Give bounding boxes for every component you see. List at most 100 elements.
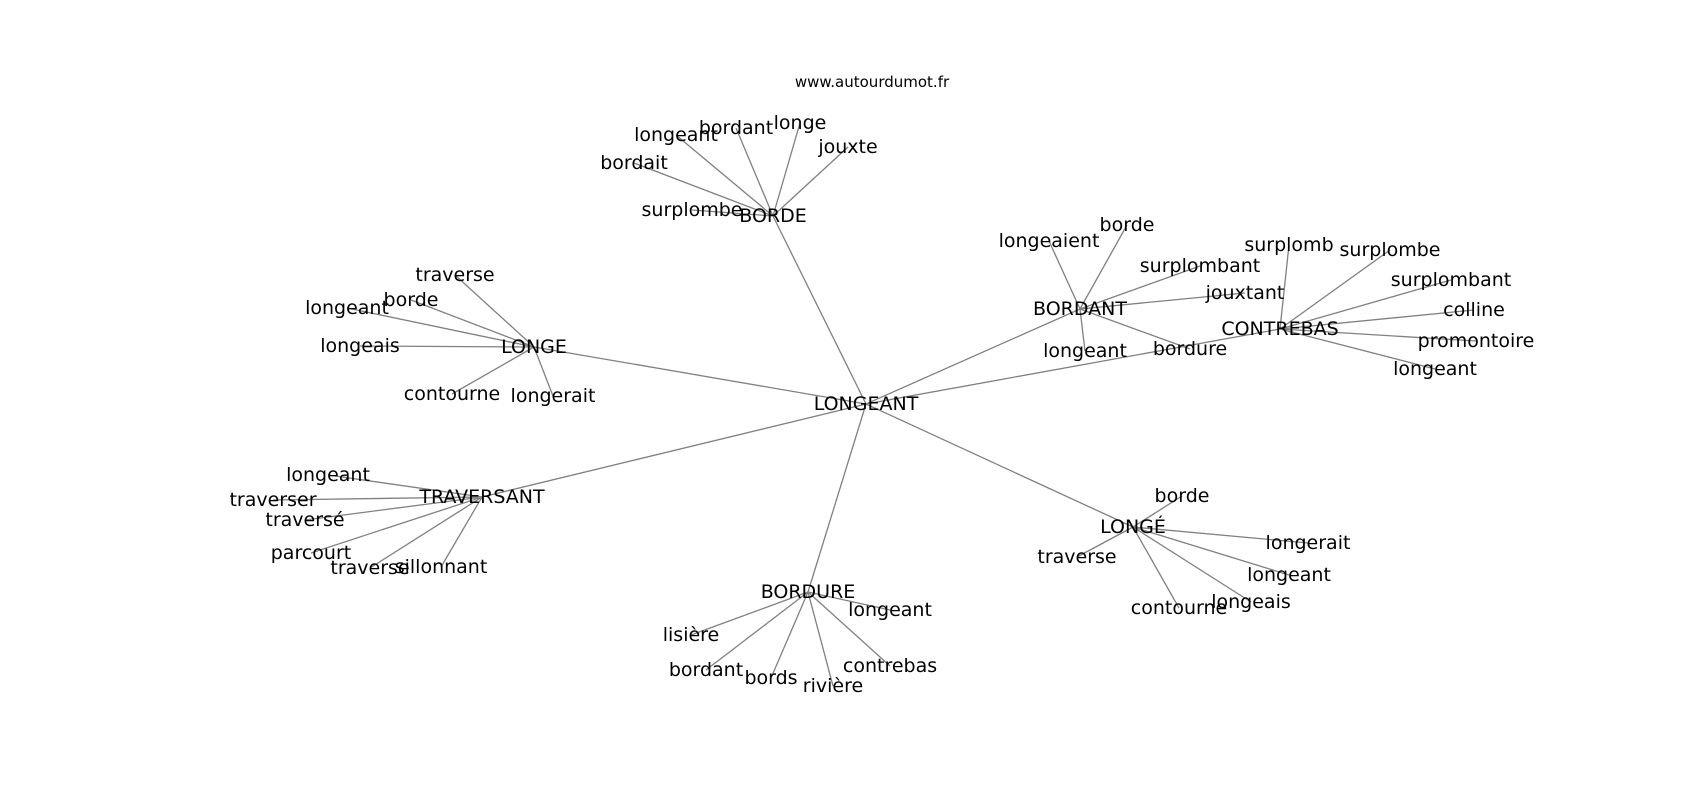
graph-edges [272,122,1477,687]
leaf-node-label: bordait [600,152,668,174]
leaf-edge [1048,240,1081,310]
leaf-edge [675,134,774,217]
leaf-node-label: borde [384,289,439,311]
leaf-node-label: promontoire [1418,330,1535,352]
leaf-edge [1079,265,1201,310]
leaf-node-label: longerait [1266,532,1351,554]
leaf-node-label: traverser [229,489,316,511]
leaf-edge [807,591,834,687]
leaf-edge [1279,249,1391,330]
leaf-node-label: sillonnant [395,556,488,578]
leaf-node-label: colline [1443,299,1505,321]
leaf-node-label: contourne [1131,597,1227,619]
leaf-node-label: longeais [320,335,400,357]
leaf-edge [807,591,891,611]
leaf-edge [1079,224,1128,310]
leaf-node-label: traverse [415,264,494,286]
leaf-edge [691,209,774,217]
leaf-edge [1132,526,1290,576]
leaf-node-label: bordant [669,659,743,681]
hub-node-label: BORDANT [1033,298,1127,320]
leaf-edge [327,474,483,498]
leaf-edge [690,591,809,636]
leaf-edge [1132,526,1180,609]
center-node-label: LONGEANT [814,393,919,415]
leaf-node-label: borde [1100,214,1155,236]
leaf-node-label: longeant [1247,564,1331,586]
leaf-edge [1079,308,1191,350]
leaf-edge [735,127,774,217]
leaf-node-label: bords [744,667,797,689]
leaf-node-label: rivière [803,675,863,697]
hub-node-label: BORDURE [761,581,856,603]
leaf-node-label: longeant [305,297,389,319]
leaf-edge [304,496,483,521]
leaf-node-label: longeais [1211,591,1291,613]
hub-edge [865,403,1134,528]
hub-node-label: TRAVERSANT [418,486,545,508]
leaf-edge [1279,309,1475,330]
leaf-node-label: jouxtant [1205,282,1285,304]
leaf-edge [705,591,809,671]
hub-edge [807,403,867,593]
leaf-edge [770,591,809,679]
leaf-node-label: longe [774,112,827,134]
leaf-node-label: longeant [848,599,932,621]
hub-node-label: LONGE [501,336,567,358]
leaf-edge [346,307,535,348]
leaf-edge [772,146,849,217]
hub-edge [481,403,867,498]
leaf-node-label: longerait [511,385,596,407]
leaf-node-label: jouxte [817,136,877,158]
leaf-edge [451,346,535,395]
leaf-node-label: surplombant [1391,269,1511,291]
leaf-node-label: surplombe [642,199,743,221]
leaf-edge [1279,328,1477,342]
hub-node-label: CONTREBAS [1221,318,1338,340]
hub-node-label: LONGÉ [1100,515,1166,538]
leaf-node-label: surplombant [1140,255,1260,277]
hub-edge [865,308,1081,405]
leaf-edge [1132,526,1252,603]
hub-node-label: BORDE [739,205,807,227]
leaf-edge [772,122,801,217]
leaf-node-label: bordant [699,117,773,139]
leaf-node-label: longeant [286,464,370,486]
leaf-node-label: traversé [265,509,344,531]
leaf-edge [454,274,535,348]
leaf-edge [633,162,774,217]
hub-edge [772,215,867,405]
leaf-node-label: longeant [634,124,718,146]
leaf-node-label: longeaient [999,230,1100,252]
hub-edge [533,346,867,405]
leaf-node-label: contrebas [843,655,937,677]
leaf-node-label: longeant [1043,340,1127,362]
leaf-edge [359,345,535,348]
leaf-edge [533,346,554,397]
leaf-node-label: lisière [663,624,720,646]
hub-edge [865,328,1281,405]
leaf-edge [1076,526,1134,558]
leaf-node-label: traverse [330,557,409,579]
graph-labels: LONGEANTBORDEsurplombebordaitlongeantbor… [229,112,1534,697]
leaf-edge [310,496,483,554]
leaf-edge [1279,328,1436,370]
leaf-edge [410,299,535,348]
leaf-node-label: surplomb [1244,234,1333,256]
leaf-edge [1079,308,1086,352]
leaf-node-label: contourne [404,383,500,405]
leaf-edge [1279,279,1452,330]
leaf-node-label: traverse [1037,546,1116,568]
leaf-edge [807,591,891,667]
leaf-edge [1279,244,1290,330]
leaf-edge [1132,495,1183,528]
leaf-node-label: bordure [1153,338,1227,360]
leaf-edge [369,496,483,569]
leaf-edge [272,496,483,501]
leaf-node-label: borde [1155,485,1210,507]
leaf-edge [1132,526,1309,544]
leaf-node-label: parcourt [271,542,351,564]
leaf-node-label: longeant [1393,358,1477,380]
leaf-edge [440,496,483,568]
